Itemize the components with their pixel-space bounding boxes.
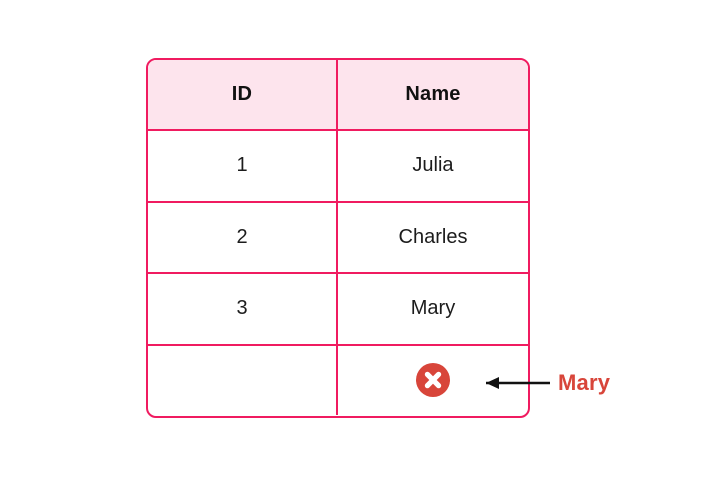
- cell-id: 1: [148, 131, 338, 201]
- cell-name: Mary: [410, 297, 456, 320]
- annotation-label: Mary: [558, 370, 611, 395]
- cell-id-empty: [148, 345, 338, 415]
- column-header-id: ID: [148, 60, 338, 129]
- cell-name: Julia: [412, 154, 454, 177]
- cell-id: 3: [148, 274, 338, 344]
- table-row: 1 Julia: [148, 131, 528, 203]
- cell-id: 2: [148, 202, 338, 272]
- table-row: 3 Mary: [148, 274, 528, 346]
- data-table: ID Name 1 Julia 2 Charles 3 Mary: [146, 58, 530, 418]
- annotation-group: Mary: [470, 366, 650, 400]
- table-row-error: [148, 345, 528, 415]
- error-circle-x-icon: [416, 363, 450, 397]
- column-header-name: Name: [405, 83, 461, 105]
- table-row: 2 Charles: [148, 202, 528, 274]
- cell-name-error: [338, 346, 528, 415]
- table-header-row: ID Name: [148, 60, 528, 131]
- cell-name: Charles: [398, 225, 468, 248]
- left-arrow-icon: [486, 377, 550, 389]
